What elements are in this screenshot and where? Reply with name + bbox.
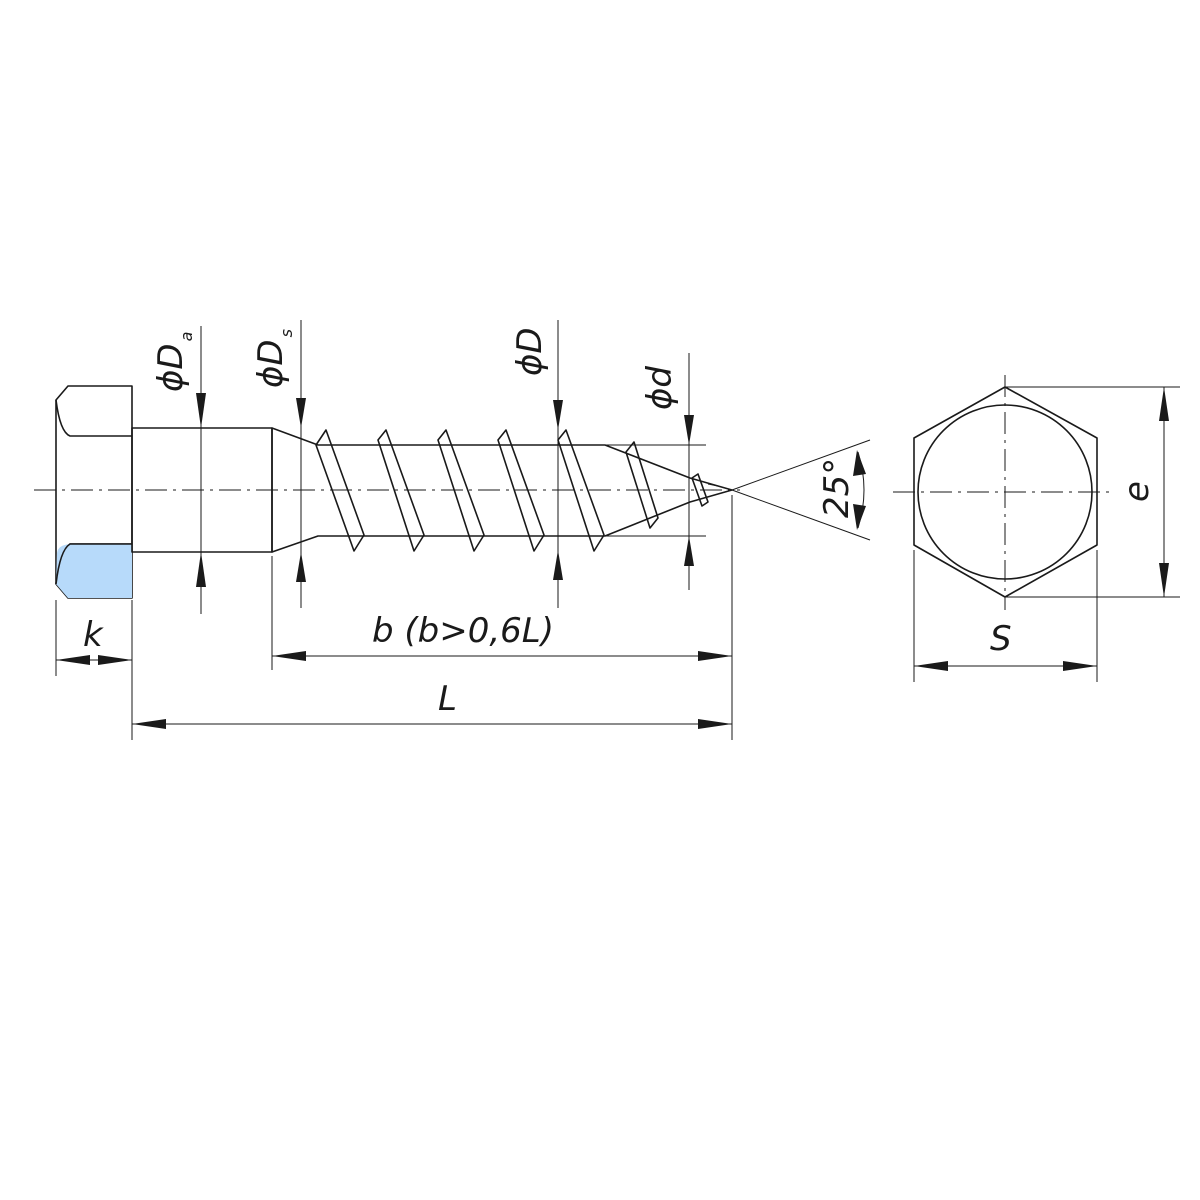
label-diam-core: ϕd: [640, 366, 680, 410]
label-thread-length: b (b>0,6L): [372, 611, 554, 651]
length-dimensions: [55, 495, 733, 740]
screw-side-view: ϕDa ϕDs ϕD ϕd 25° k b (b>0,6L) L: [34, 320, 871, 740]
thread-flights: [315, 429, 719, 552]
label-diam-head-bearing-symbol: ϕD: [151, 343, 191, 392]
point-angle-dimension: [731, 439, 871, 541]
end-view-dimensions: [913, 386, 1180, 682]
label-diam-head-bearing-sub: a: [177, 332, 196, 342]
label-across-corners: e: [1117, 481, 1157, 502]
label-diam-shank-sub: s: [277, 329, 296, 337]
label-head-height: k: [83, 615, 104, 655]
thread-core: [271, 427, 733, 553]
dimension-labels-side: ϕDa ϕDs ϕD ϕd 25° k b (b>0,6L) L: [83, 327, 857, 719]
label-diam-shank: ϕD s: [251, 329, 296, 388]
label-total-length: L: [438, 679, 457, 719]
diameter-arrows: [196, 393, 694, 587]
label-diam-shank-symbol: ϕD: [251, 339, 291, 388]
screw-end-view: S e: [893, 375, 1180, 682]
label-point-angle: 25°: [817, 458, 857, 518]
label-diam-head-bearing: ϕDa: [151, 332, 196, 392]
hex-head: [55, 385, 133, 599]
label-across-flats: S: [990, 619, 1012, 659]
label-diam-thread: ϕD: [510, 327, 550, 376]
